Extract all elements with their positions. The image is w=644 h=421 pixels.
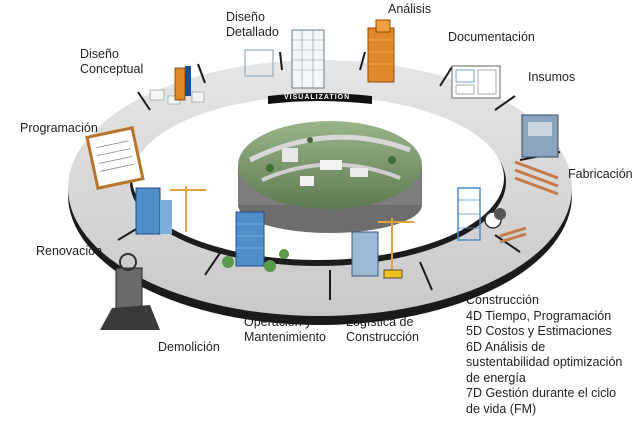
label-fabricacion: Fabricación (568, 167, 633, 181)
label-renovacion: Renovación (36, 244, 103, 258)
visualization-band (268, 93, 372, 104)
detailed-design-tower (244, 29, 325, 89)
label-diseno-conceptual: Diseño Conceptual (80, 47, 144, 76)
label-construccion: Construcción 4D Tiempo, Programación 5D … (466, 293, 623, 416)
label-insumos: Insumos (528, 70, 576, 84)
analysis-tower (367, 19, 395, 83)
label-logistica: Logística de Construcción (346, 315, 419, 344)
label-documentacion: Documentación (448, 30, 535, 44)
label-demolicion: Demolición (158, 340, 220, 354)
documentation-sheet (451, 65, 501, 99)
construction-frame (457, 187, 527, 244)
fabrication-machine (514, 114, 559, 196)
label-diseno-detallado: Diseño Detallado (226, 10, 279, 39)
renovation-building (135, 186, 206, 235)
visualization-label: VISUALIZATION (284, 94, 351, 101)
label-analisis: Análisis (388, 2, 432, 16)
label-programacion: Programación (20, 121, 98, 135)
conceptual-design-model (149, 66, 205, 105)
operation-building (222, 211, 289, 272)
demolition-rubble (100, 253, 160, 330)
programming-clipboard (85, 126, 145, 190)
label-operacion: Operación y Mantenimiento (244, 315, 326, 344)
central-city-illustration (238, 121, 422, 233)
logistics-site (351, 218, 414, 279)
